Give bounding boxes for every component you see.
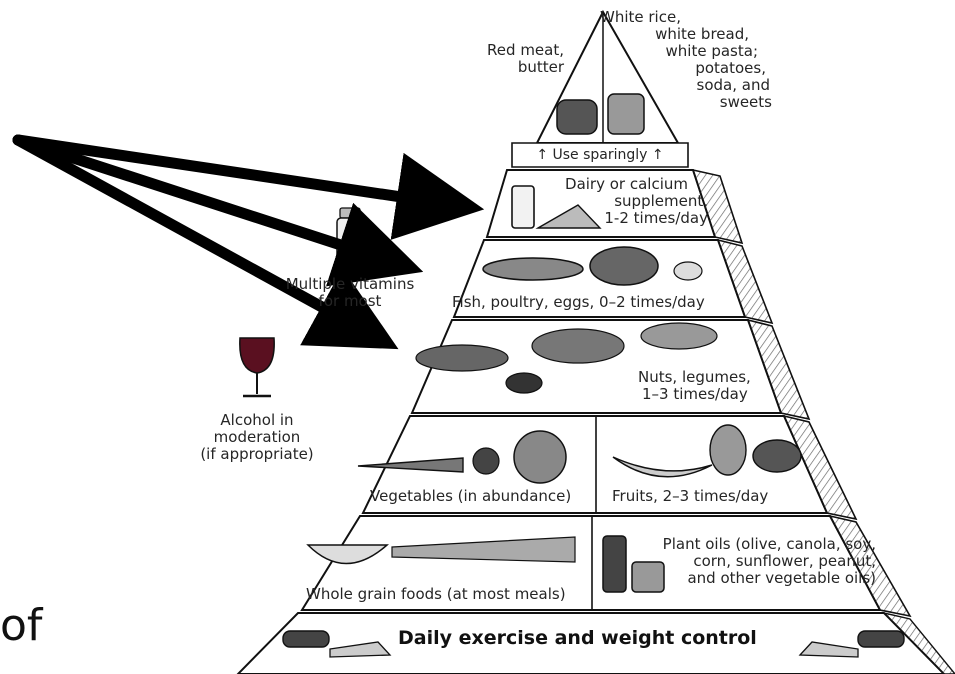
red-meat-label-line2: butter <box>458 59 564 76</box>
legumes-pile-illustration <box>532 329 624 363</box>
slide-text-fragment: of <box>0 600 42 651</box>
dairy-label-line3: 1-2 times/day <box>530 210 708 227</box>
plant-oils-label: Plant oils (olive, canola, soy, corn, su… <box>632 536 876 587</box>
alcohol-label-line3: (if appropriate) <box>190 446 324 463</box>
refined-carbs-line3: white pasta; <box>600 43 772 60</box>
arrow-up-icon-right: ↑ <box>652 147 664 163</box>
lettuce-illustration <box>514 431 566 483</box>
alcohol-label-line1: Alcohol in <box>190 412 324 429</box>
nuts-legumes-label: Nuts, legumes, 1–3 times/day <box>638 369 751 403</box>
alcohol-label: Alcohol in moderation (if appropriate) <box>190 412 324 463</box>
whole-grain-label: Whole grain foods (at most meals) <box>306 586 566 603</box>
dairy-label-line2: supplement, <box>530 193 708 210</box>
plant-oils-line1: Plant oils (olive, canola, soy, <box>632 536 876 553</box>
use-sparingly-label: ↑ Use sparingly ↑ <box>512 147 688 164</box>
wine-glass-icon <box>240 338 274 396</box>
refined-carbs-line5: soda, and <box>600 77 772 94</box>
nuts-pile-illustration <box>416 345 508 371</box>
plant-oils-line3: and other vegetable oils) <box>632 570 876 587</box>
dairy-label-line1: Dairy or calcium <box>530 176 708 193</box>
red-meat-label: Red meat, butter <box>458 42 564 76</box>
vitamins-label-line1: Multiple vitamins <box>266 276 434 293</box>
red-meat-illustration <box>557 100 597 134</box>
refined-carbs-label: White rice, white bread, white pasta; po… <box>600 9 772 111</box>
oil-bottle-illustration <box>603 536 626 592</box>
refined-carbs-line1: White rice, <box>600 9 772 26</box>
poultry-illustration <box>590 247 658 285</box>
nuts-label-line2: 1–3 times/day <box>638 386 751 403</box>
refined-carbs-line4: potatoes, <box>600 60 772 77</box>
dumbbell-left-icon <box>283 631 329 647</box>
vitamins-label: Multiple vitamins for most <box>266 276 434 310</box>
beans-pile-illustration <box>641 323 717 349</box>
refined-carbs-line6: sweets <box>600 94 772 111</box>
fish-poultry-label: Fish, poultry, eggs, 0–2 times/day <box>452 294 705 311</box>
fish-illustration <box>483 258 583 280</box>
vegetables-label: Vegetables (in abundance) <box>370 488 571 505</box>
use-sparingly-text: Use sparingly <box>553 147 648 163</box>
grapes-illustration <box>753 440 801 472</box>
vitamins-label-line2: for most <box>266 293 434 310</box>
beet-illustration <box>473 448 499 474</box>
alcohol-label-line2: moderation <box>190 429 324 446</box>
nuts-label-line1: Nuts, legumes, <box>638 369 751 386</box>
dumbbell-right-icon <box>858 631 904 647</box>
fruits-label: Fruits, 2–3 times/day <box>612 488 768 505</box>
refined-carbs-line2: white bread, <box>600 26 772 43</box>
arrow-up-icon-left: ↑ <box>536 147 548 163</box>
dairy-label: Dairy or calcium supplement, 1-2 times/d… <box>530 176 708 227</box>
exercise-label: Daily exercise and weight control <box>398 630 757 647</box>
vitamin-bottle-icon <box>337 208 363 265</box>
pear-illustration <box>710 425 746 475</box>
egg-illustration <box>674 262 702 280</box>
red-meat-label-line1: Red meat, <box>458 42 564 59</box>
seeds-pile-illustration <box>506 373 542 393</box>
plant-oils-line2: corn, sunflower, peanut, <box>632 553 876 570</box>
